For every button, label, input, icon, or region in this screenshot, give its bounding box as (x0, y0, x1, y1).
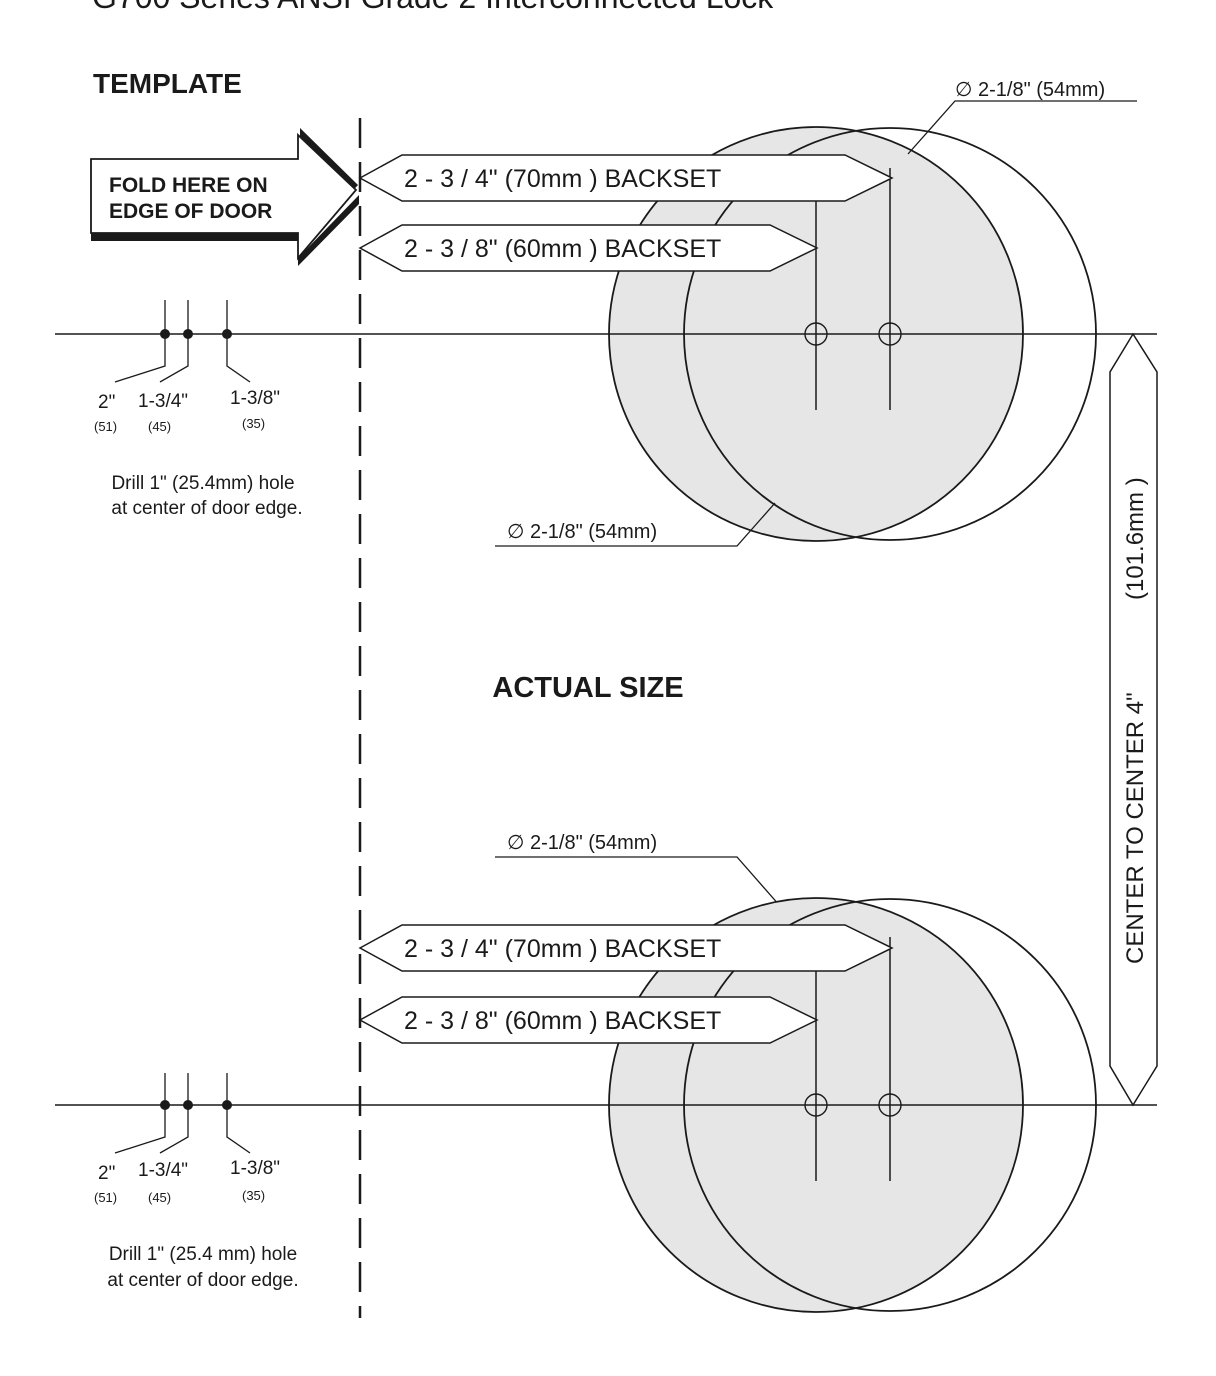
fold-arrow-line2: EDGE OF DOOR (109, 200, 272, 223)
upper-thickness-45mm: (45) (148, 419, 171, 434)
center-to-center-label: CENTER TO CENTER 4" (1122, 692, 1149, 964)
fold-arrow: FOLD HERE ON EDGE OF DOOR (90, 128, 359, 266)
lower-thickness-51mm: (51) (94, 1190, 117, 1205)
fold-arrow-line1: FOLD HERE ON (109, 174, 268, 197)
lower-backset-60-label: 2 - 3 / 8" (60mm ) BACKSET (404, 1007, 721, 1035)
upper-thickness-1-3-4in: 1-3/4" (138, 391, 188, 412)
diameter-label-upper-left: ∅ 2-1/8" (54mm) (507, 521, 657, 543)
lower-drill-note-line2: at center of door edge. (107, 1270, 298, 1291)
lower-thickness-1-3-8in: 1-3/8" (230, 1158, 280, 1179)
diameter-callout-upper-left: ∅ 2-1/8" (54mm) (495, 502, 776, 547)
center-to-center-metric: (101.6mm ) (1122, 477, 1149, 600)
lower-thickness-2in: 2" (98, 1163, 115, 1184)
upper-backset-60: 2 - 3 / 8" (60mm ) BACKSET (358, 224, 819, 272)
lower-door-thickness-marks: 2" (51) 1-3/4" (45) 1-3/8" (35) (94, 1073, 280, 1205)
diameter-label-top-right: ∅ 2-1/8" (54mm) (955, 79, 1105, 101)
lower-thickness-35mm: (35) (242, 1188, 265, 1203)
upper-backset-60-label: 2 - 3 / 8" (60mm ) BACKSET (404, 235, 721, 263)
upper-thickness-1-3-8in: 1-3/8" (230, 388, 280, 409)
upper-thickness-51mm: (51) (94, 419, 117, 434)
center-to-center-dimension: CENTER TO CENTER 4" (101.6mm ) (1109, 332, 1158, 1107)
diameter-callout-lower-left: ∅ 2-1/8" (54mm) (495, 832, 781, 907)
lower-backset-60: 2 - 3 / 8" (60mm ) BACKSET (358, 996, 819, 1044)
upper-door-thickness-marks: 2" (51) 1-3/4" (45) 1-3/8" (35) (94, 300, 280, 434)
lower-drill-note-line1: Drill 1" (25.4 mm) hole (109, 1244, 297, 1265)
actual-size-heading: ACTUAL SIZE (492, 672, 683, 704)
upper-thickness-2in: 2" (98, 392, 115, 413)
template-heading: TEMPLATE (93, 68, 242, 99)
upper-thickness-35mm: (35) (242, 416, 265, 431)
diameter-label-lower-left: ∅ 2-1/8" (54mm) (507, 832, 657, 854)
lower-backset-70: 2 - 3 / 4" (70mm ) BACKSET (358, 924, 894, 972)
lower-backset-70-label: 2 - 3 / 4" (70mm ) BACKSET (404, 935, 721, 963)
lower-thickness-1-3-4in: 1-3/4" (138, 1160, 188, 1181)
upper-drill-note-line2: at center of door edge. (111, 498, 302, 519)
upper-backset-70: 2 - 3 / 4" (70mm ) BACKSET (358, 154, 894, 202)
upper-drill-note-line1: Drill 1" (25.4mm) hole (111, 473, 294, 494)
diameter-callout-top-right: ∅ 2-1/8" (54mm) (907, 79, 1137, 155)
upper-backset-70-label: 2 - 3 / 4" (70mm ) BACKSET (404, 165, 721, 193)
partial-title: G700 Series ANSI Grade 2 Interconnected … (92, 0, 774, 15)
lower-thickness-45mm: (45) (148, 1190, 171, 1205)
